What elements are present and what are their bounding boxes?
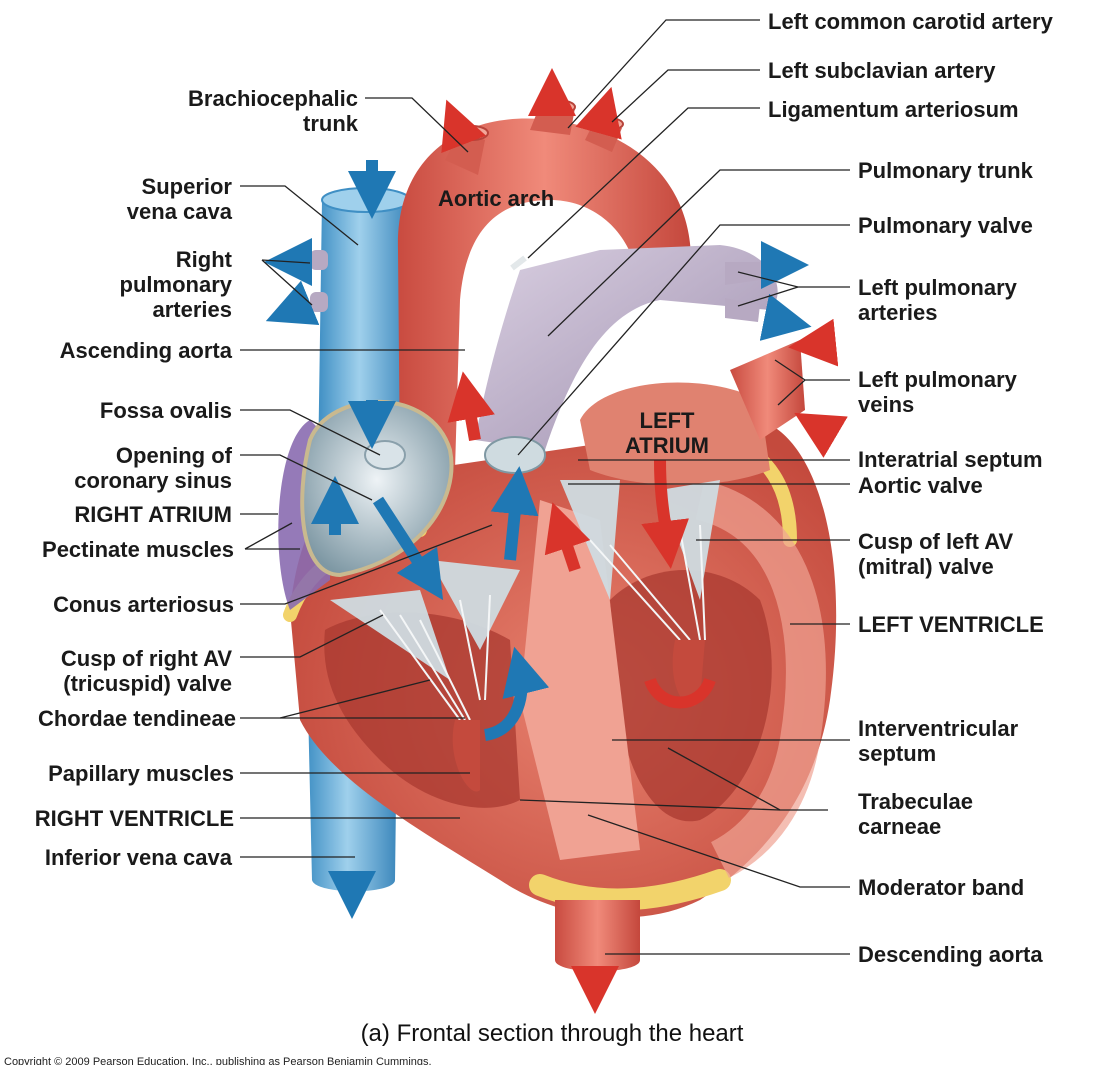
label-right-atrium-text: RIGHT ATRIUM xyxy=(74,502,232,527)
label-left-common-carotid-artery: Left common carotid artery xyxy=(768,9,1053,34)
label-left-subclavian-artery: Left subclavian artery xyxy=(768,58,995,83)
label-interatrial-septum-text: Interatrial septum xyxy=(858,447,1043,472)
superior-vena-cava-shape xyxy=(318,191,410,470)
label-left-pulmonary-veins: Left pulmonary veins xyxy=(858,367,1017,417)
label-descending-aorta: Descending aorta xyxy=(858,942,1043,967)
label-pulmonary-trunk-text: Pulmonary trunk xyxy=(858,158,1033,183)
label-descending-aorta-text: Descending aorta xyxy=(858,942,1043,967)
tricuspid-valve-shape xyxy=(330,560,520,680)
pulmonary-trunk-shape xyxy=(475,245,778,450)
aortic-arch-shape xyxy=(397,118,692,471)
label-inferior-vena-cava-text: Inferior vena cava xyxy=(44,845,232,870)
label-fossa-ovalis: Fossa ovalis xyxy=(50,398,232,423)
label-papillary-muscles: Papillary muscles xyxy=(8,761,234,786)
label-left-ventricle-text: LEFT VENTRICLE xyxy=(858,612,1044,637)
label-left-atrium-text: LEFT ATRIUM xyxy=(625,408,709,458)
label-aortic-arch: Aortic arch xyxy=(438,186,554,211)
label-cusp-of-right-av-valve: Cusp of right AV (tricuspid) valve xyxy=(8,646,232,696)
label-superior-vena-cava: Superior vena cava xyxy=(80,174,232,224)
label-pulmonary-valve-text: Pulmonary valve xyxy=(858,213,1033,238)
label-ligamentum-arteriosum: Ligamentum arteriosum xyxy=(768,97,1019,122)
leader-lines-right xyxy=(517,19,850,955)
label-brachiocephalic-trunk-text: Brachiocephalic trunk xyxy=(188,86,358,136)
label-pectinate-muscles-text: Pectinate muscles xyxy=(42,537,234,562)
label-opening-of-coronary-sinus-text: Opening of coronary sinus xyxy=(74,443,232,493)
label-chordae-tendineae-text: Chordae tendineae xyxy=(37,706,236,731)
copyright-text: Copyright © 2009 Pearson Education, Inc.… xyxy=(4,1056,432,1065)
mitral-valve-shape xyxy=(560,480,720,600)
label-right-pulmonary-arteries: Right pulmonary arteries xyxy=(90,247,232,322)
label-right-atrium: RIGHT ATRIUM xyxy=(20,502,232,527)
label-right-ventricle: RIGHT VENTRICLE xyxy=(4,806,234,831)
label-left-pulmonary-arteries-text: Left pulmonary arteries xyxy=(858,275,1017,325)
label-interventricular-septum: Interventricular septum xyxy=(858,716,1018,766)
label-left-subclavian-artery-text: Left subclavian artery xyxy=(768,58,996,83)
copyright-notice: Copyright © 2009 Pearson Education, Inc.… xyxy=(4,1056,432,1065)
figure-caption-text: (a) Frontal section through the heart xyxy=(360,1020,744,1047)
leader-lines-left xyxy=(240,97,493,858)
label-inferior-vena-cava: Inferior vena cava xyxy=(4,845,232,870)
label-trabeculae-carneae-text: Trabeculae carneae xyxy=(858,789,973,839)
label-left-common-carotid-artery-text: Left common carotid artery xyxy=(768,9,1053,34)
label-aortic-arch-text: Aortic arch xyxy=(438,186,555,211)
label-moderator-band-text: Moderator band xyxy=(858,875,1025,900)
label-interventricular-septum-text: Interventricular septum xyxy=(858,716,1019,766)
label-aortic-valve-text: Aortic valve xyxy=(858,473,983,498)
label-trabeculae-carneae: Trabeculae carneae xyxy=(858,789,973,839)
label-cusp-of-left-av-valve-text: Cusp of left AV (mitral) valve xyxy=(858,529,1014,579)
label-papillary-muscles-text: Papillary muscles xyxy=(48,761,234,786)
label-left-pulmonary-veins-text: Left pulmonary veins xyxy=(858,367,1017,417)
pulmonary-valve-shape xyxy=(484,436,546,474)
label-cusp-of-left-av-valve: Cusp of left AV (mitral) valve xyxy=(858,529,1013,579)
label-conus-arteriosus: Conus arteriosus xyxy=(8,592,234,617)
interventricular-septum-shape xyxy=(520,500,640,860)
label-opening-of-coronary-sinus: Opening of coronary sinus xyxy=(40,443,232,493)
label-pectinate-muscles: Pectinate muscles xyxy=(8,537,234,562)
label-brachiocephalic-trunk: Brachiocephalic trunk xyxy=(120,86,358,136)
deoxygenated-flow-arrows xyxy=(264,160,812,919)
label-superior-vena-cava-text: Superior vena cava xyxy=(126,174,232,224)
label-conus-arteriosus-text: Conus arteriosus xyxy=(53,592,234,617)
label-fossa-ovalis-text: Fossa ovalis xyxy=(99,398,232,423)
label-chordae-tendineae: Chordae tendineae xyxy=(4,706,236,731)
oxygenated-flow-arrows xyxy=(441,68,848,1014)
label-ligamentum-arteriosum-text: Ligamentum arteriosum xyxy=(768,97,1019,122)
label-left-pulmonary-arteries: Left pulmonary arteries xyxy=(858,275,1017,325)
label-right-ventricle-text: RIGHT VENTRICLE xyxy=(34,806,234,831)
figure-caption: (a) Frontal section through the heart xyxy=(0,1020,1104,1048)
label-ascending-aorta: Ascending aorta xyxy=(20,338,232,363)
label-right-pulmonary-arteries-text: Right pulmonary arteries xyxy=(119,247,232,322)
label-left-ventricle: LEFT VENTRICLE xyxy=(858,612,1044,637)
label-moderator-band: Moderator band xyxy=(858,875,1024,900)
label-pulmonary-trunk: Pulmonary trunk xyxy=(858,158,1033,183)
label-cusp-of-right-av-valve-text: Cusp of right AV (tricuspid) valve xyxy=(60,646,232,696)
label-interatrial-septum: Interatrial septum xyxy=(858,447,1043,472)
label-pulmonary-valve: Pulmonary valve xyxy=(858,213,1033,238)
chordae-tendineae-shape xyxy=(379,524,706,721)
label-ascending-aorta-text: Ascending aorta xyxy=(59,338,232,363)
label-left-atrium: LEFT ATRIUM xyxy=(612,408,722,458)
descending-aorta-shape xyxy=(555,900,640,972)
label-aortic-valve: Aortic valve xyxy=(858,473,983,498)
